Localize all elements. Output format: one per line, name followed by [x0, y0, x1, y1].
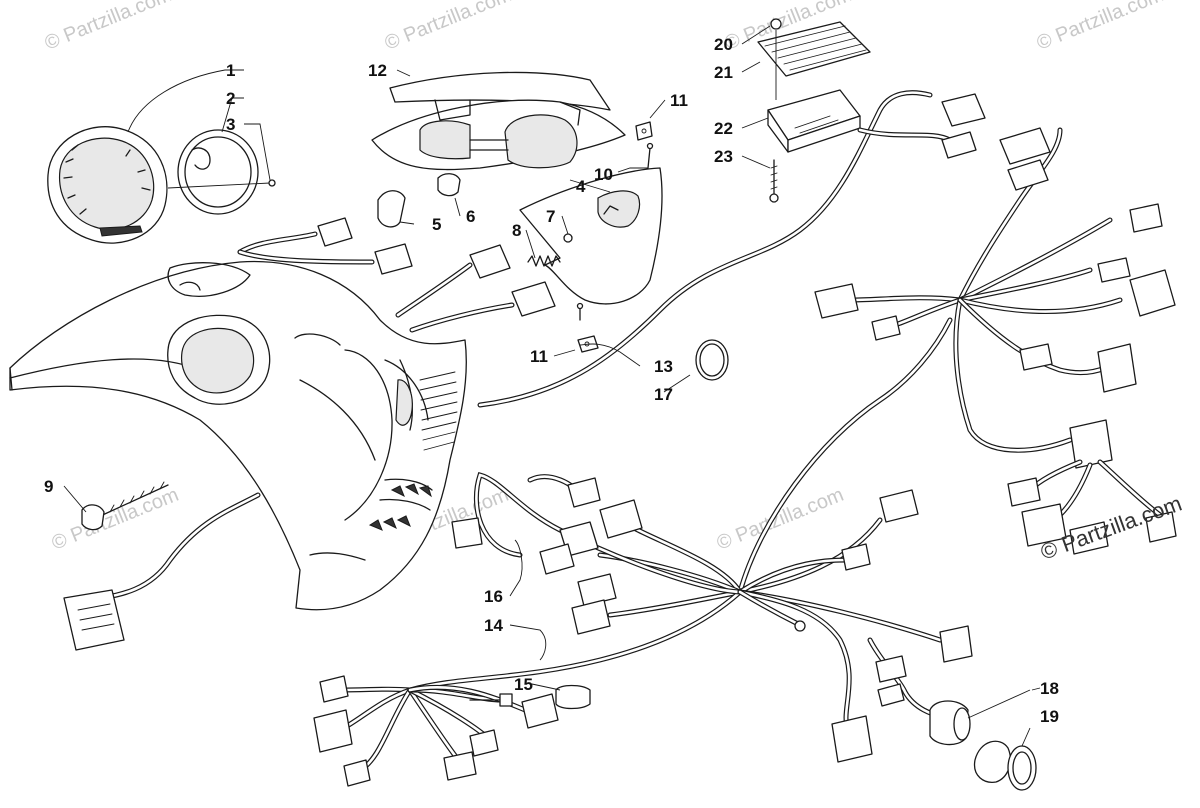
connector-main-1: [941, 93, 986, 127]
connector-right-9: [1097, 343, 1137, 393]
connector-lower-6: [571, 599, 611, 635]
connector-ll-5: [469, 729, 499, 757]
part-4b-screw: [576, 302, 584, 321]
connector-center-2: [511, 281, 556, 317]
callout-4: 4: [576, 177, 586, 196]
callout-11-upper: 11: [670, 91, 688, 110]
watermark-top-left: © Partzilla.com: [42, 0, 175, 55]
connector-lower-2: [599, 499, 643, 539]
callout-11-lower: 11: [530, 347, 548, 366]
part-13-main-harness: [477, 90, 986, 408]
watermark-mid-right: © Partzilla.com: [714, 484, 847, 555]
connector-lower-5: [577, 573, 617, 607]
callout-16: 16: [484, 587, 503, 606]
connector-right-10: [1069, 419, 1113, 469]
part-22-regulator: [767, 89, 861, 153]
callout-15: 15: [514, 675, 533, 694]
connector-right-7: [871, 315, 901, 341]
connector-right-4: [1097, 257, 1131, 283]
callout-21: 21: [714, 63, 733, 82]
part-8-spring: [527, 255, 561, 267]
left-lower-harness: [63, 492, 591, 787]
callout-1: 1: [226, 61, 235, 80]
connector-right-6: [814, 283, 859, 319]
watermark-top-center: © Partzilla.com: [382, 0, 515, 55]
callout-22: 22: [714, 119, 733, 138]
ground-ring-terminal: [794, 620, 806, 632]
connector-main-2: [941, 131, 977, 159]
connector-right-13: [1069, 521, 1109, 555]
connector-right-1: [999, 127, 1051, 165]
part-11-clip-upper: [635, 121, 653, 141]
callout-3: 3: [226, 115, 235, 134]
part-7-nut: [563, 233, 573, 243]
connector-ll-1: [319, 675, 349, 703]
connector-lower-12: [877, 683, 905, 707]
connector-ll-6: [521, 693, 559, 729]
watermark-top-right: © Partzilla.com: [1034, 0, 1167, 55]
part-2-gauge-ring: [167, 129, 271, 215]
callout-6: 6: [466, 207, 475, 226]
connector-lower-7: [451, 517, 483, 549]
connector-lower-4: [539, 543, 575, 575]
right-harness-bundle: [814, 127, 1177, 555]
callout-14: 14: [484, 616, 503, 635]
connector-lower-8: [879, 489, 919, 523]
connector-lower-9: [841, 543, 871, 571]
callout-9: 9: [44, 477, 53, 496]
connector-right-12: [1021, 503, 1067, 547]
connector-ll-4: [443, 751, 477, 781]
connector-ll-3: [343, 759, 371, 787]
part-5-bulb-socket: [377, 190, 406, 228]
part-4-headlight-cover: [519, 167, 663, 305]
callout-7: 7: [546, 207, 555, 226]
part-3-screw: [268, 179, 276, 187]
connector-ll-2: [313, 709, 353, 753]
callout-leaders: [63, 25, 1041, 691]
connector-right-3: [1129, 203, 1163, 233]
part-20-nut: [770, 18, 782, 100]
headlight-sub-harness: [237, 217, 556, 333]
connector-lower-13: [831, 715, 873, 763]
connector-right-2: [1007, 159, 1049, 191]
connector-lower-11: [875, 655, 907, 683]
part-21-heat-sink: [757, 21, 871, 77]
connector-right-14: [1145, 511, 1177, 543]
connector-right-11: [1007, 477, 1041, 507]
callout-12: 12: [368, 61, 387, 80]
connector-left-lower: [63, 589, 125, 651]
part-12-headlight-housing: [371, 71, 626, 171]
callout-10: 10: [594, 165, 613, 184]
part-15-connector: [555, 684, 591, 710]
callout-18: 18: [1040, 679, 1059, 698]
hood-nose-pan: [9, 260, 467, 611]
connector-right-5: [1129, 269, 1176, 317]
callout-13: 13: [654, 357, 673, 376]
callout-5: 5: [432, 215, 441, 234]
part-18-switch: [929, 689, 1031, 746]
connector-center-1: [469, 244, 511, 279]
part-23-bolt: [769, 159, 779, 203]
part-1-speedometer: [47, 126, 168, 244]
part-19-nut: [973, 727, 1037, 791]
callout-17: 17: [654, 385, 673, 404]
part-10-pin: [646, 142, 654, 169]
callout-19: 19: [1040, 707, 1059, 726]
connector-lower-1: [567, 477, 601, 508]
connector-lower-10: [939, 625, 973, 663]
connector-left-2: [374, 243, 413, 275]
callout-20: 20: [714, 35, 733, 54]
connector-right-8: [1019, 343, 1053, 371]
part-17-band: [695, 339, 729, 381]
part-6-bulb: [437, 173, 461, 197]
callout-23: 23: [714, 147, 733, 166]
connector-left-1: [317, 217, 353, 247]
callout-labels: 1 2 3 12 11 10 4 5 6 7 8 11 13 17 9 16 1…: [44, 35, 1059, 726]
part-9-bolt: [81, 481, 169, 531]
callout-8: 8: [512, 221, 521, 240]
watermark-mid-left: © Partzilla.com: [49, 484, 182, 555]
callout-2: 2: [226, 89, 235, 108]
part-16-14-lower-harness: [407, 317, 973, 763]
